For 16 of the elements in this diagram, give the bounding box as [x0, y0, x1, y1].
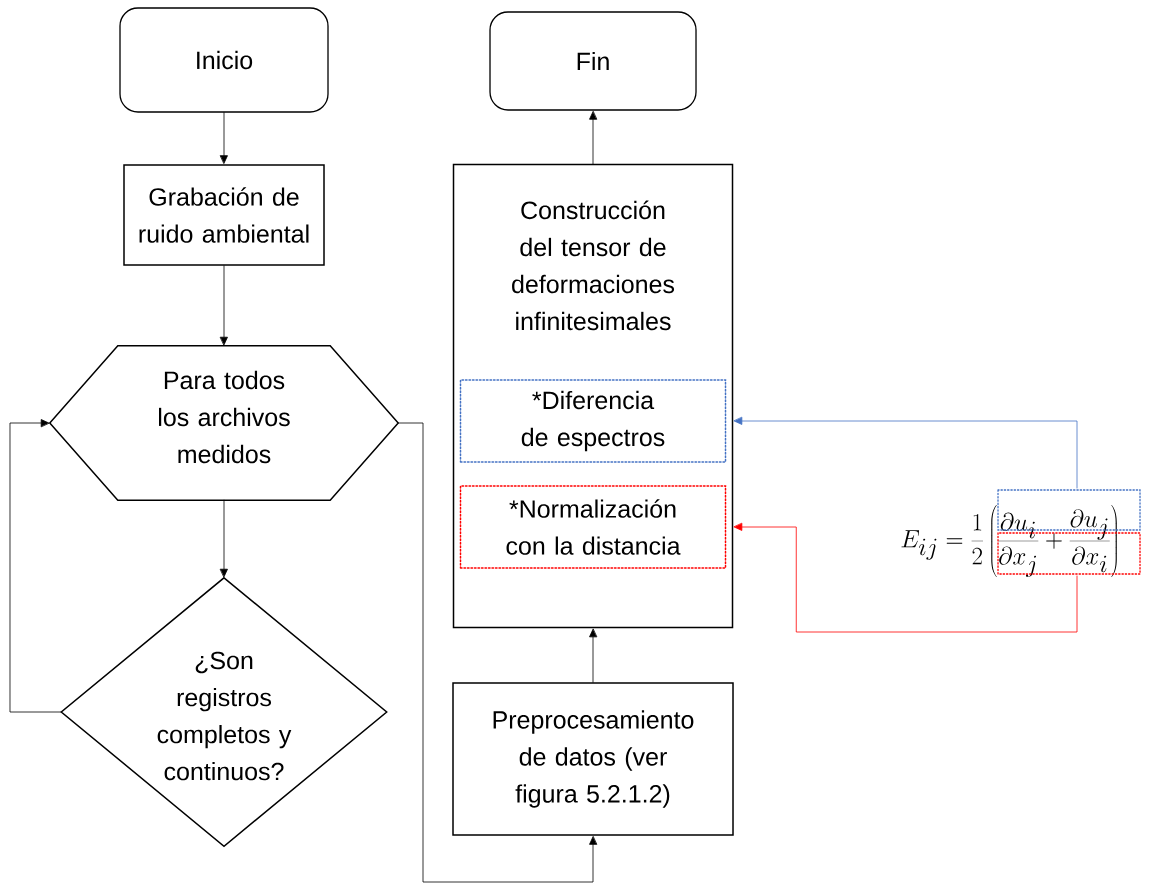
end-box: Fin — [489, 11, 697, 111]
arrow — [589, 628, 597, 683]
arrow — [733, 523, 1078, 633]
arrow — [733, 417, 1078, 489]
arrow — [220, 112, 228, 164]
start-box: Inicio — [119, 7, 329, 113]
arrow — [9, 419, 62, 713]
formula: $E_{ij}=\frac{1}{2}\left(\frac{\partial u_i}{\partial x_j}+\frac{\partial u_j}{\partial x_i}\right)$ — [901, 489, 1141, 578]
arrow — [220, 265, 228, 346]
arrow — [589, 111, 597, 165]
arrow — [220, 499, 228, 578]
dotted-box: *Diferencia de espectros — [459, 379, 727, 463]
process-box: Grabación de ruido ambiental — [123, 164, 325, 266]
dotted-box: *Normalización con la distancia — [459, 485, 727, 569]
arrow — [397, 422, 597, 883]
process-box: Preprocesamiento de datos (ver figura 5.2.1.2) — [452, 682, 734, 836]
